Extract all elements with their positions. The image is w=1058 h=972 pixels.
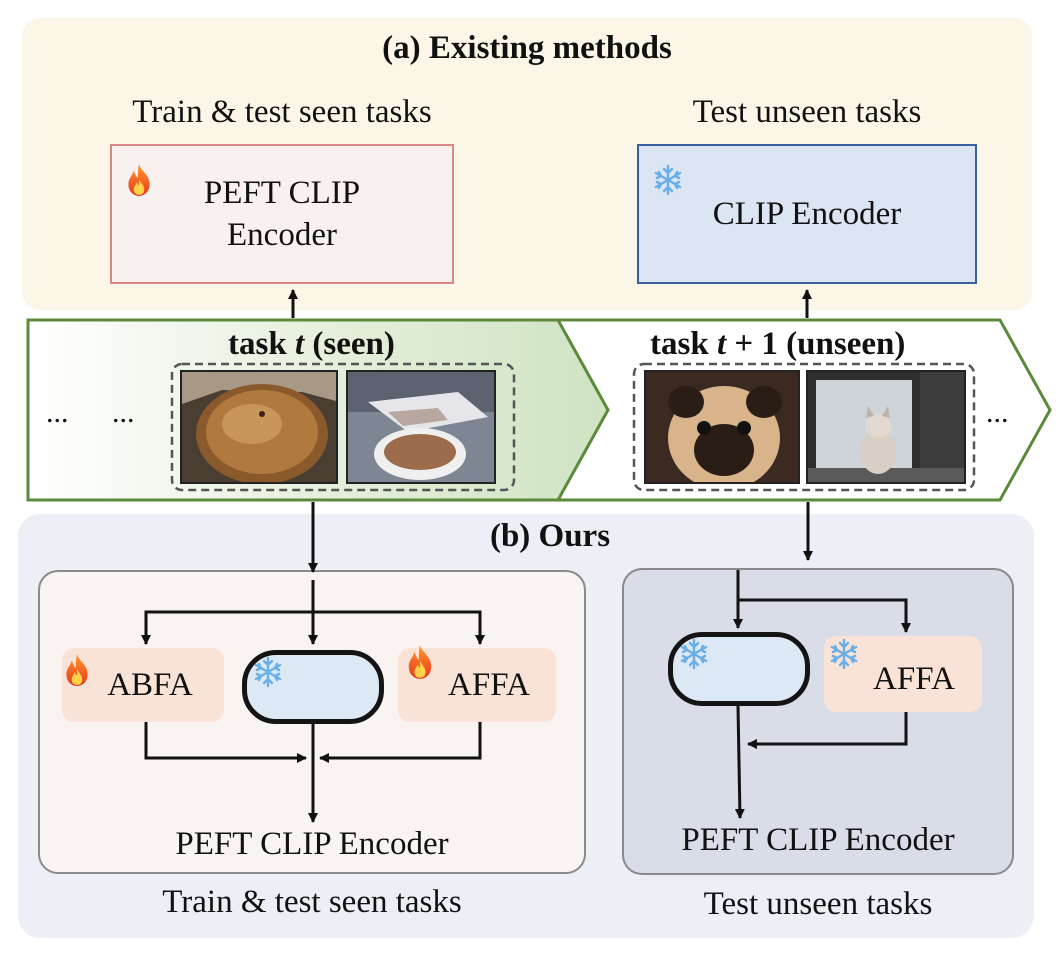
unseen-task-label: task t + 1 (unseen)	[650, 326, 906, 362]
panel-b-right-caption: Test unseen tasks	[703, 886, 933, 922]
dessert-image	[346, 370, 496, 484]
ellipsis-2: ...	[112, 396, 135, 429]
pug-image	[644, 370, 800, 484]
affa-label-unseen: AFFA	[873, 660, 955, 697]
seen-task-label: task t (seen)	[228, 326, 395, 362]
panel-a-title: (a) Existing methods	[382, 30, 672, 66]
frozen-clip-module	[242, 650, 384, 724]
panel-a-left-caption: Train & test seen tasks	[132, 94, 432, 130]
clip-encoder-box: CLIP Encoder	[637, 144, 977, 284]
peft-clip-encoder-box: PEFT CLIP Encoder	[110, 144, 454, 284]
ellipsis-1: ...	[46, 396, 69, 429]
snowflake-icon	[830, 638, 858, 670]
clip-encoder-label: CLIP Encoder	[712, 195, 902, 232]
peft-box-line2: Encoder	[227, 217, 337, 253]
fire-icon	[66, 654, 88, 686]
unseen-output-label: PEFT CLIP Encoder	[681, 822, 955, 858]
cat-image	[806, 370, 966, 484]
abfa-label: ABFA	[107, 666, 193, 703]
peft-box-line1: PEFT CLIP	[203, 175, 361, 211]
ellipsis-3: ...	[986, 396, 1009, 429]
frozen-clip-module-unseen	[668, 632, 810, 706]
fire-icon	[408, 645, 432, 679]
pie-image	[180, 370, 338, 484]
snowflake-icon	[680, 638, 708, 670]
panel-b-title: (b) Ours	[489, 518, 611, 554]
panel-a-right-caption: Test unseen tasks	[692, 94, 922, 130]
panel-b-left-caption: Train & test seen tasks	[162, 884, 462, 920]
affa-label-seen: AFFA	[448, 666, 530, 703]
seen-images-frame	[170, 362, 516, 492]
seen-output-label: PEFT CLIP Encoder	[175, 826, 449, 862]
abfa-module: ABFA	[62, 648, 224, 722]
snowflake-icon	[254, 656, 282, 688]
unseen-images-frame	[632, 362, 976, 492]
